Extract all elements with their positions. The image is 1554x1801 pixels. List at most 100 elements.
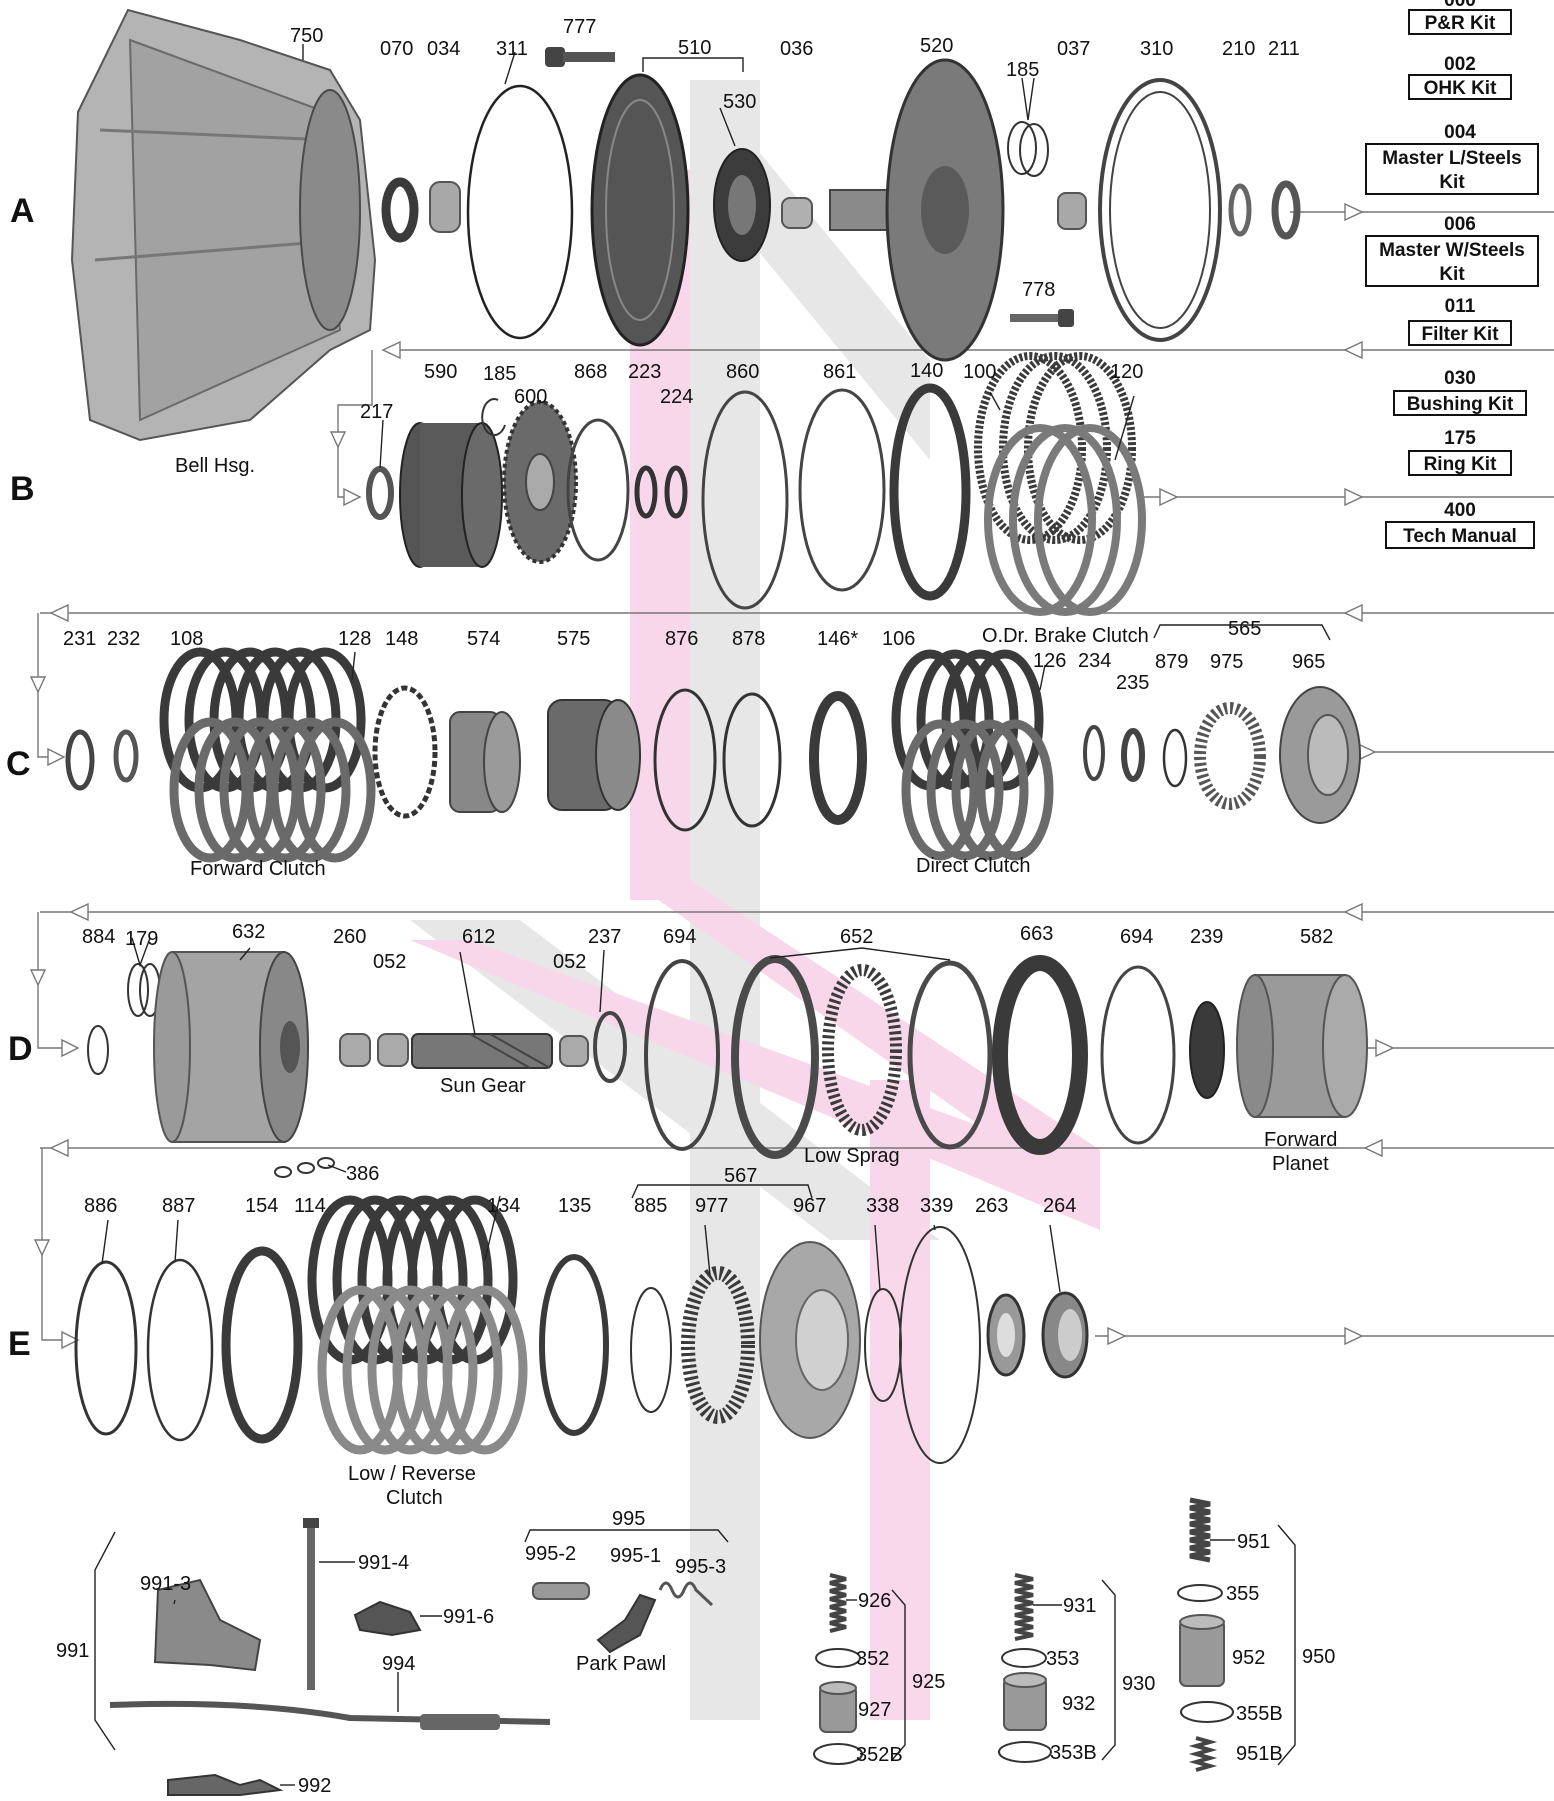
- label-052: 052: [373, 951, 406, 973]
- label-386: 386: [346, 1163, 379, 1185]
- washer-239: [1189, 1001, 1225, 1099]
- spring-995-3: [658, 1581, 714, 1607]
- label-260: 260: [333, 926, 366, 948]
- seal-rings-179: [127, 963, 149, 1017]
- bracket-991-6: [353, 1600, 422, 1637]
- label-931: 931: [1063, 1595, 1096, 1617]
- snap-ring-887: [146, 1258, 214, 1442]
- label-575: 575: [557, 628, 590, 650]
- sprag-652: [822, 964, 902, 1136]
- snap-ring-861: [798, 388, 886, 592]
- label-352b: 352B: [856, 1744, 903, 1766]
- label-885: 885: [634, 1195, 667, 1217]
- o-ring-311: [466, 84, 574, 340]
- washer-211: [1271, 180, 1301, 240]
- label-034: 034: [427, 38, 460, 60]
- label-106: 106: [882, 628, 915, 650]
- bell-housing-750: [70, 8, 377, 442]
- label-232: 232: [107, 628, 140, 650]
- snap-ring-879: [1162, 728, 1188, 788]
- bushing-260: [339, 1033, 371, 1067]
- low-reverse-clutch-plates: [307, 1195, 528, 1455]
- washer-237: [593, 1011, 627, 1083]
- rod-991-4: [303, 1518, 319, 1690]
- label-120: 120: [1110, 361, 1143, 383]
- spring-951: [1189, 1497, 1211, 1563]
- label-991-6: 991-6: [443, 1606, 494, 1628]
- label-310: 310: [1140, 38, 1173, 60]
- label-694: 694: [663, 926, 696, 948]
- pump-body-520: [829, 58, 1005, 362]
- caption-bell-hsg: Bell Hsg.: [175, 455, 255, 477]
- label-884: 884: [82, 926, 115, 948]
- label-237: 237: [588, 926, 621, 948]
- snap-ring-884: [87, 1025, 109, 1075]
- kit-000-name: P&R Kit: [1425, 13, 1496, 34]
- caption-low-reverse: Low / Reverse: [348, 1463, 476, 1485]
- snap-ring-860: [701, 390, 789, 610]
- label-339: 339: [920, 1195, 953, 1217]
- label-750: 750: [290, 25, 323, 47]
- o-ring-352: [815, 1648, 861, 1668]
- label-223: 223: [628, 361, 661, 383]
- caption-odr-brake-clutch: O.Dr. Brake Clutch: [982, 625, 1149, 647]
- seal-223: [634, 465, 658, 519]
- caption-park-pawl: Park Pawl: [576, 1653, 666, 1675]
- row-b-parts: [366, 352, 1146, 616]
- pin-995-2: [532, 1582, 590, 1600]
- label-582: 582: [1300, 926, 1333, 948]
- label-868: 868: [574, 361, 607, 383]
- label-925: 925: [912, 1671, 945, 1693]
- washer-231: [65, 729, 95, 791]
- washer-210: [1228, 183, 1252, 237]
- label-778: 778: [1022, 279, 1055, 301]
- label-210: 210: [1222, 38, 1255, 60]
- caption-clutch: Clutch: [386, 1487, 443, 1509]
- watermark-grey-diagonal: [410, 920, 940, 1240]
- label-994: 994: [382, 1653, 415, 1675]
- label-632: 632: [232, 921, 265, 943]
- kit-legend: 000 P&R Kit 002 OHK Kit 004 Master L/Ste…: [1365, 0, 1539, 549]
- snap-ring-876: [653, 688, 717, 832]
- actuating-rod-994: [109, 1700, 551, 1730]
- label-600: 600: [514, 386, 547, 408]
- bracket-925: [891, 1589, 906, 1761]
- washer-217: [366, 466, 394, 520]
- caption-direct-clutch: Direct Clutch: [916, 855, 1030, 877]
- label-950: 950: [1302, 1646, 1335, 1668]
- label-860: 860: [726, 361, 759, 383]
- label-052-b: 052: [553, 951, 586, 973]
- label-991: 991: [56, 1640, 89, 1662]
- bearing-264: [1041, 1291, 1089, 1379]
- label-239: 239: [1190, 926, 1223, 948]
- label-951: 951: [1237, 1531, 1270, 1553]
- label-879: 879: [1155, 651, 1188, 673]
- row-letter-e: E: [8, 1325, 31, 1363]
- kit-011-name: Filter Kit: [1421, 324, 1499, 345]
- kit-030-number: 030: [1444, 368, 1476, 389]
- label-217: 217: [360, 401, 393, 423]
- label-353: 353: [1046, 1648, 1079, 1670]
- kit-006-number: 006: [1444, 214, 1476, 235]
- label-100: 100: [963, 361, 996, 383]
- kit-175-number: 175: [1444, 428, 1476, 449]
- row-letters: A B C D E: [6, 192, 35, 1363]
- label-311: 311: [496, 38, 528, 60]
- label-126: 126: [1033, 650, 1066, 672]
- label-231: 231: [63, 628, 96, 650]
- pump-cover-510: [590, 73, 690, 347]
- retainer-386: [274, 1157, 335, 1178]
- seal-rings-185: [1007, 121, 1037, 175]
- label-887: 887: [162, 1195, 195, 1217]
- row-a-parts: [70, 8, 1301, 442]
- seal-224: [664, 465, 688, 519]
- label-878: 878: [732, 628, 765, 650]
- label-234: 234: [1078, 650, 1111, 672]
- watermark-pink-diagonal: [410, 940, 1100, 1230]
- sprag-977: [681, 1266, 755, 1424]
- label-263: 263: [975, 1195, 1008, 1217]
- bracket-991: [94, 1531, 116, 1751]
- sun-gear-612: [411, 1033, 553, 1069]
- kit-004-number: 004: [1444, 122, 1476, 143]
- sprag-975: [1194, 702, 1266, 810]
